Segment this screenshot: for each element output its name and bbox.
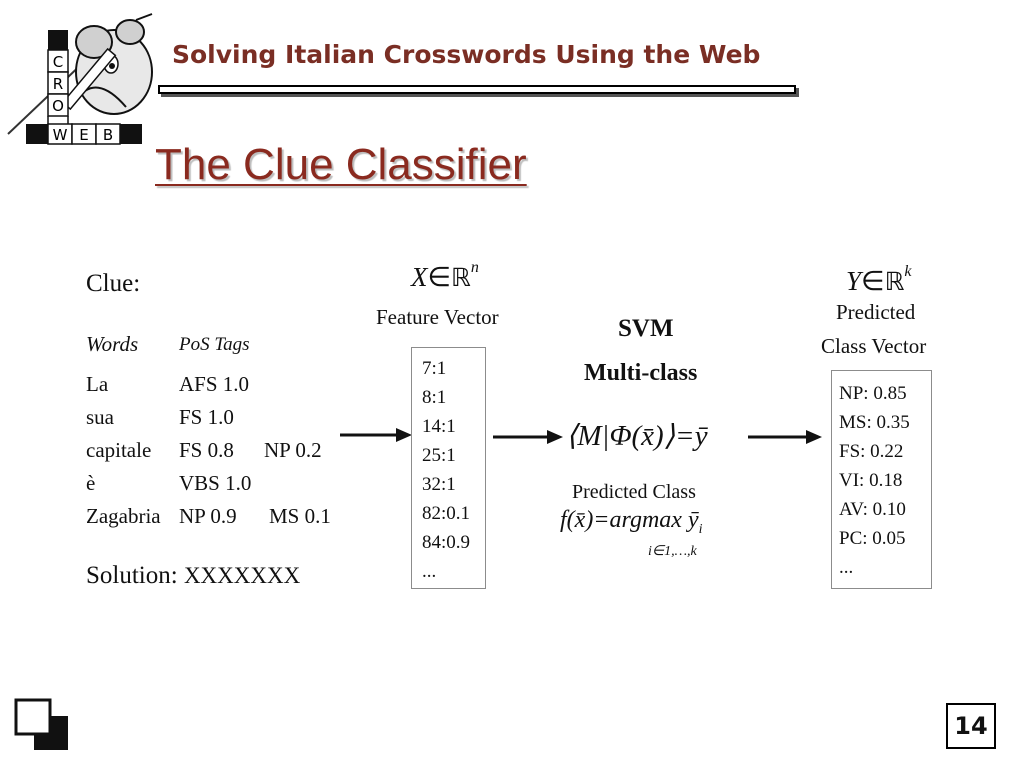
argmax-formula: f(x̄)=argmax ȳi [560,507,702,538]
multiclass-label: Multi-class [584,360,698,386]
arrow-to-feature-vector [340,428,412,442]
clue-row: è VBS 1.0 [86,471,346,504]
element-of-symbol: ∈ [427,262,452,292]
clue-rows: La AFS 1.0 sua FS 1.0 capitale FS 0.8 NP… [86,372,346,537]
clue-row: Zagabria NP 0.9 MS 0.1 [86,504,346,537]
class-vector-label: Class Vector [821,334,927,358]
feature-var: X [411,262,428,292]
header-rule [158,85,796,94]
clue-tag-secondary: NP 0.2 [264,438,322,462]
words-column-header: Words [86,332,139,356]
solution-label: Solution: [86,562,178,589]
logo-letter-r: R [53,75,63,93]
predicted-label: Predicted [836,300,916,324]
class-score: ... [839,557,854,578]
clue-word: capitale [86,438,152,462]
feature-item: 14:1 [422,416,456,437]
class-score: AV: 0.10 [839,499,906,520]
logo-letter-c: C [53,53,63,71]
logo-letter-o: O [52,97,64,115]
output-exponent: k [904,263,912,280]
element-of-symbol: ∈ [861,266,885,296]
clue-tag-secondary: MS 0.1 [269,504,331,528]
logo-letter-e: E [79,126,88,144]
clue-row: La AFS 1.0 [86,372,346,405]
svm-formula: ⟨M|Φ(x̄)⟩=ȳ [566,420,708,452]
class-score: FS: 0.22 [839,441,904,462]
feature-space-formula: X∈ℝn [411,259,479,293]
clue-tag: FS 1.0 [179,405,234,429]
solution-value: XXXXXXX [183,563,301,588]
feature-item: 8:1 [422,387,447,408]
predicted-class-label: Predicted Class [572,481,696,503]
clue-word: sua [86,405,114,429]
clue-tag: FS 0.8 [179,438,234,462]
arrow-to-class-vector [748,430,822,444]
header-title: Solving Italian Crosswords Using the Web [172,40,761,69]
real-set-symbol: ℝ [451,263,471,292]
class-score: MS: 0.35 [839,412,910,433]
feature-item: 82:0.1 [422,503,471,524]
class-score: VI: 0.18 [839,470,903,491]
feature-item: 84:0.9 [422,532,471,553]
feature-item: 7:1 [422,358,447,379]
clue-tag: AFS 1.0 [179,372,250,396]
clue-word: Zagabria [86,504,161,528]
output-var: Y [846,266,862,296]
argmax-range: i∈1,…,k [648,544,697,559]
clue-row: sua FS 1.0 [86,405,346,438]
corner-squares-icon [14,698,68,750]
logo-letter-w: W [53,126,68,144]
class-score: NP: 0.85 [839,383,907,404]
clue-tag: VBS 1.0 [179,471,252,495]
feature-vector-box: 7:1 8:1 14:1 25:1 32:1 82:0.1 84:0.9 ... [411,347,486,589]
clue-word: La [86,372,109,396]
class-score: PC: 0.05 [839,528,906,549]
argmax-subscript: i [698,521,703,537]
pos-tags-column-header: PoS Tags [179,334,250,355]
feature-item: 32:1 [422,474,456,495]
feature-exponent: n [470,259,479,276]
feature-item: ... [422,561,437,582]
logo-letter-b: B [103,126,113,144]
svm-label: SVM [618,315,674,342]
clue-word: è [86,471,96,495]
real-set-symbol: ℝ [884,267,905,296]
argmax-expression: f(x̄)=argmax ȳ [560,507,699,533]
croweb-logo: C R O W E B [6,12,158,152]
class-vector-box: NP: 0.85 MS: 0.35 FS: 0.22 VI: 0.18 AV: … [831,370,932,589]
solution-line: Solution: XXXXXXX [86,562,300,590]
page-number: 14 [946,703,996,749]
slide-title: The Clue Classifier [155,140,527,189]
feature-vector-label: Feature Vector [376,305,499,329]
output-space-formula: Y∈ℝk [846,263,912,297]
clue-label: Clue: [86,270,141,297]
arrow-to-svm [493,430,563,444]
clue-row: capitale FS 0.8 NP 0.2 [86,438,346,471]
feature-item: 25:1 [422,445,456,466]
clue-tag: NP 0.9 [179,504,237,528]
